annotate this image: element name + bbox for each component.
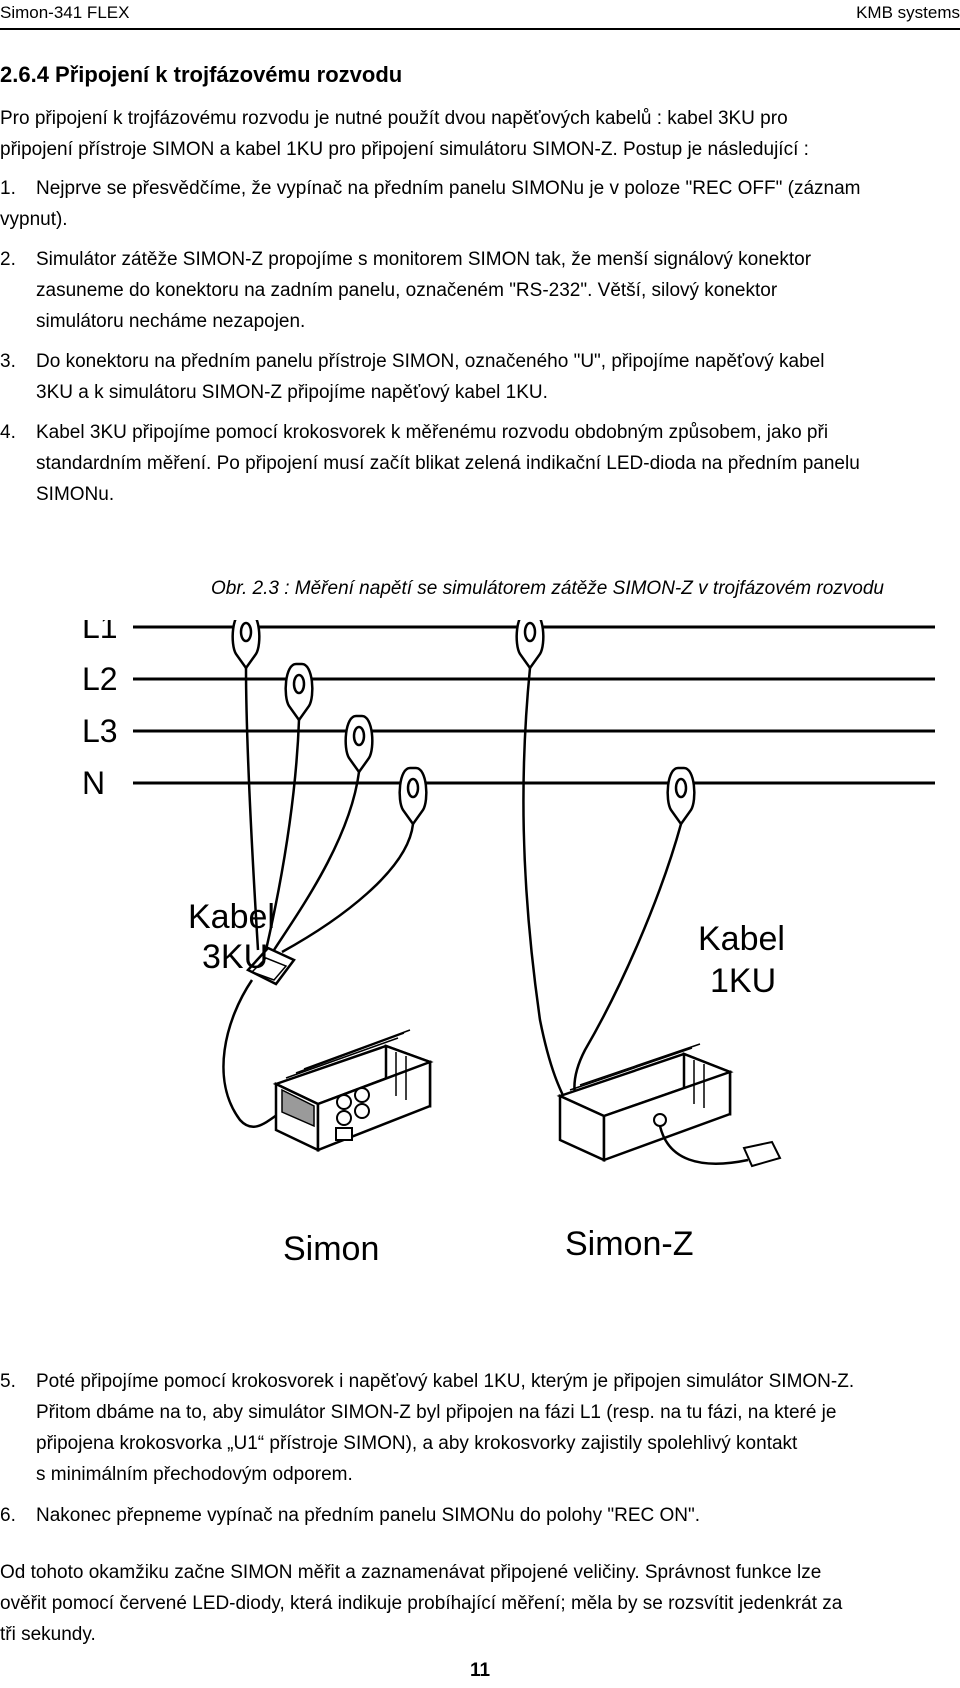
step-line: připojena krokosvorka „U1“ přístroje SIM…: [36, 1433, 798, 1454]
cable-1ku-wires: [522, 667, 683, 1111]
closing-line: ověřit pomocí červené LED-diody, která i…: [0, 1593, 843, 1614]
header-left: Simon-341 FLEX: [0, 3, 130, 22]
header-rule: [0, 28, 960, 30]
step-line: Nakonec přepneme vypínač na předním pane…: [36, 1505, 701, 1526]
cable-1ku-label-line1: Kabel: [698, 920, 785, 958]
cable-3ku-label-line1: Kabel: [188, 898, 275, 936]
clamp-3ku-l2: [284, 662, 314, 723]
step-line: Nejprve se přesvědčíme, že vypínač na př…: [36, 178, 861, 199]
device-simon-label: Simon: [283, 1230, 379, 1268]
step-line: Poté připojíme pomocí krokosvorek i napě…: [36, 1371, 855, 1392]
step-number: 6.: [0, 1505, 16, 1526]
cable-3ku-label-line2: 3KU: [202, 938, 268, 976]
step-4: 4. Kabel 3KU připojíme pomocí krokosvore…: [0, 417, 950, 510]
page-number: 11: [469, 1660, 491, 1681]
step-line: SIMONu.: [36, 484, 115, 505]
step-5: 5. Poté připojíme pomocí krokosvorek i n…: [0, 1366, 950, 1490]
step-line: vypnut).: [0, 209, 68, 230]
closing-paragraph: Od tohoto okamžiku začne SIMON měřit a z…: [0, 1557, 950, 1650]
step-number: 5.: [0, 1371, 16, 1392]
clamp-3ku-l1: [231, 620, 261, 671]
step-3: 3. Do konektoru na předním panelu přístr…: [0, 346, 950, 408]
step-line: 3KU a k simulátoru SIMON-Z připojíme nap…: [36, 382, 548, 403]
step-line: Do konektoru na předním panelu přístroje…: [36, 351, 825, 372]
intro-paragraph: Pro připojení k trojfázovému rozvodu je …: [0, 103, 950, 165]
figure-caption: Obr. 2.3 : Měření napětí se simulátorem …: [211, 578, 884, 599]
step-line: zasuneme do konektoru na zadním panelu, …: [36, 280, 778, 301]
step-line: Přitom dbáme na to, aby simulátor SIMON-…: [36, 1402, 837, 1423]
step-number: 1.: [0, 178, 16, 199]
step-line: simulátoru necháme nezapojen.: [36, 311, 306, 332]
closing-line: tři sekundy.: [0, 1624, 96, 1645]
step-1: 1. Nejprve se přesvědčíme, že vypínač na…: [0, 173, 950, 235]
simon-device: [272, 1029, 434, 1152]
label-l1: L1: [82, 620, 118, 645]
intro-line: připojení přístroje SIMON a kabel 1KU pr…: [0, 139, 809, 160]
step-line: Kabel 3KU připojíme pomocí krokosvorek k…: [36, 422, 829, 443]
step-line: standardním měření. Po připojení musí za…: [36, 453, 860, 474]
label-l3: L3: [82, 713, 118, 749]
step-6: 6. Nakonec přepneme vypínač na předním p…: [0, 1500, 950, 1531]
wiring-diagram: L1 L2 L3 N: [82, 620, 935, 1268]
label-n: N: [82, 765, 105, 801]
step-number: 3.: [0, 351, 16, 372]
intro-line: Pro připojení k trojfázovému rozvodu je …: [0, 108, 788, 129]
step-line: Simulátor zátěže SIMON-Z propojíme s mon…: [36, 249, 812, 270]
section-title: 2.6.4 Připojení k trojfázovému rozvodu: [0, 62, 403, 87]
clamp-3ku-n: [398, 766, 428, 827]
step-number: 2.: [0, 249, 16, 270]
device-simonz-label: Simon-Z: [565, 1225, 693, 1263]
step-number: 4.: [0, 422, 16, 443]
header-right: KMB systems: [856, 3, 960, 22]
clamp-1ku-l1: [515, 620, 545, 671]
simonz-device: [556, 1043, 782, 1168]
closing-line: Od tohoto okamžiku začne SIMON měřit a z…: [0, 1562, 822, 1583]
cable-3ku-wires: [244, 667, 415, 954]
step-2: 2. Simulátor zátěže SIMON-Z propojíme s …: [0, 244, 950, 337]
cable-1ku-label-line2: 1KU: [710, 962, 776, 1000]
clamp-3ku-l3: [344, 714, 374, 775]
step-line: s minimálním přechodovým odporem.: [36, 1464, 353, 1485]
cable-3ku-junction: [245, 946, 296, 986]
label-l2: L2: [82, 661, 118, 697]
clamp-1ku-n: [666, 766, 696, 827]
